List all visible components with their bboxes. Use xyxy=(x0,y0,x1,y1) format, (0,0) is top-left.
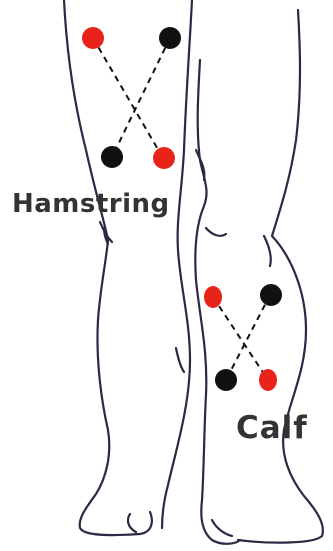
calf-dash-line-1 xyxy=(213,297,268,380)
hamstring-dash-line-1 xyxy=(93,38,163,158)
hamstring-dash-line-2 xyxy=(112,38,170,157)
calf-red-marker-bottom xyxy=(259,369,277,391)
left-calf-detail xyxy=(176,348,184,372)
calf-black-marker-bottom xyxy=(215,369,237,391)
right-calf-detail xyxy=(264,236,271,266)
hamstring-black-marker-bottom xyxy=(101,146,123,168)
calf-label: Calf xyxy=(236,413,308,444)
left-leg-outer-contour xyxy=(64,0,152,535)
right-leg-outer-contour xyxy=(238,10,323,543)
right-knee-crease xyxy=(196,150,226,236)
left-leg-inner-contour xyxy=(162,0,192,528)
left-ankle-detail xyxy=(128,514,136,532)
hamstring-red-marker-bottom xyxy=(153,147,175,169)
hamstring-label: Hamstring xyxy=(12,191,170,217)
right-heel-detail xyxy=(212,520,232,536)
calf-dash-line-2 xyxy=(226,295,270,380)
left-knee-crease xyxy=(100,222,112,244)
hamstring-black-marker-top xyxy=(159,27,181,49)
calf-black-marker-top xyxy=(260,284,282,306)
calf-red-marker-top xyxy=(204,286,222,308)
hamstring-red-marker-top xyxy=(82,27,104,49)
